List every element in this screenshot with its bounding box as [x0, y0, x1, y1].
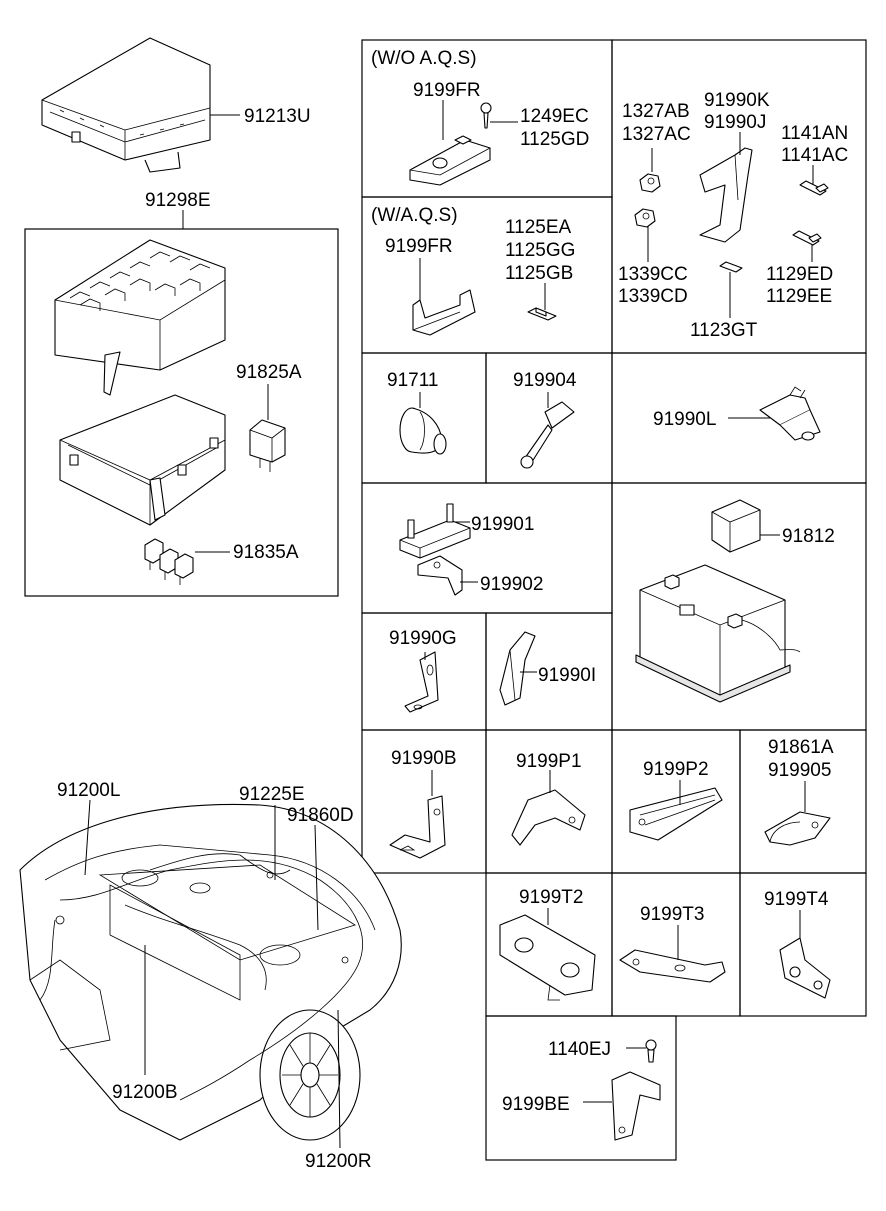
bolt-1129ED — [792, 230, 822, 246]
bracket-9199T4 — [779, 937, 831, 999]
label-91213U: 91213U — [244, 106, 311, 127]
bracket-91990G — [404, 651, 439, 713]
grid-frames — [24, 39, 867, 1161]
bracket-91990I — [499, 631, 536, 706]
terminal-919901 — [399, 503, 471, 559]
bolt-1125EA — [527, 307, 557, 321]
label-9199T3: 9199T3 — [640, 904, 704, 925]
label-91990B: 91990B — [391, 748, 457, 769]
fuse-box-cover-drawing — [41, 37, 211, 173]
label-91298E: 91298E — [145, 190, 211, 211]
nut-1327AB — [639, 173, 661, 193]
bracket-9199T3 — [619, 949, 726, 983]
label-91200B: 91200B — [112, 1082, 178, 1103]
bracket-9199P2 — [629, 787, 723, 841]
bracket-91861A — [764, 811, 831, 846]
label-1141AN: 1141AN — [781, 123, 848, 144]
clip-919904 — [520, 401, 575, 469]
label-91990L: 91990L — [653, 409, 716, 430]
label-91200L: 91200L — [57, 780, 120, 801]
bracket-91990B — [389, 795, 446, 859]
label-1249EC: 1249EC — [520, 106, 589, 127]
label-91990K: 91990K — [704, 90, 770, 111]
nut-1339CC — [634, 208, 656, 228]
label-1327AC: 1327AC — [622, 124, 691, 145]
label-1327AB: 1327AB — [622, 101, 690, 122]
bracket-91990K — [699, 147, 753, 243]
wo-aqs-bracket-drawing — [409, 135, 491, 186]
bracket-9199P1 — [511, 789, 586, 846]
label-1339CC: 1339CC — [618, 264, 688, 285]
label-9199T2: 9199T2 — [519, 887, 583, 908]
label-91825A: 91825A — [236, 362, 302, 383]
label-91990I: 91990I — [538, 665, 596, 686]
part-labels: 91213U 91298E 91825A 91835A (W/O A.Q.S) … — [57, 48, 848, 1172]
battery-sensor-91812 — [711, 499, 761, 553]
label-1125GB: 1125GB — [505, 263, 573, 284]
grommet-91711 — [399, 407, 447, 455]
vehicle-rear-drawing — [19, 803, 402, 1141]
label-1125EA: 1125EA — [505, 217, 572, 238]
w-aqs-bracket-drawing — [412, 289, 476, 336]
relay-drawing — [249, 419, 286, 472]
label-91812: 91812 — [782, 526, 835, 547]
label-1129EE: 1129EE — [766, 286, 832, 307]
label-91835A: 91835A — [233, 542, 299, 563]
label-1125GD: 1125GD — [520, 129, 589, 150]
bracket-9199T2 — [499, 914, 596, 1001]
label-1141AC: 1141AC — [781, 145, 848, 166]
label-91200R: 91200R — [305, 1151, 372, 1172]
label-919902: 919902 — [480, 574, 543, 595]
bolt-1123GT — [719, 261, 743, 273]
bracket-91990L — [759, 386, 821, 441]
label-wo-aqs: (W/O A.Q.S) — [371, 48, 477, 69]
label-919905: 919905 — [768, 760, 831, 781]
label-919904: 919904 — [513, 370, 577, 391]
label-1140EJ: 1140EJ — [548, 1039, 611, 1060]
label-1125GG: 1125GG — [505, 240, 575, 261]
terminal-919902 — [417, 555, 463, 596]
label-9199BE: 9199BE — [502, 1094, 570, 1115]
label-91990J: 91990J — [704, 112, 766, 133]
label-919901: 919901 — [471, 514, 534, 535]
bolt-1140EJ — [645, 1039, 657, 1063]
fuse-relay-box-drawing — [54, 239, 226, 526]
label-91860D: 91860D — [287, 805, 354, 826]
screw-1249EC — [480, 102, 492, 129]
label-91225E: 91225E — [239, 784, 305, 805]
label-w-aqs: (W/A.Q.S) — [371, 205, 458, 226]
label-91990G: 91990G — [389, 628, 457, 649]
label-1123GT: 1123GT — [690, 320, 758, 341]
fuse-set-drawing — [144, 538, 194, 585]
label-w-9199FR: 9199FR — [385, 236, 453, 257]
battery-drawing — [635, 564, 801, 703]
label-9199T4: 9199T4 — [764, 889, 829, 910]
label-9199P1: 9199P1 — [516, 751, 582, 772]
bracket-9199BE — [611, 1071, 661, 1141]
bolt-1141AN — [799, 180, 829, 196]
label-1129ED: 1129ED — [766, 264, 833, 285]
label-wo-9199FR: 9199FR — [413, 80, 481, 101]
label-1339CD: 1339CD — [618, 286, 688, 307]
label-9199P2: 9199P2 — [643, 759, 709, 780]
label-91711: 91711 — [387, 370, 438, 391]
label-91861A: 91861A — [768, 737, 834, 758]
